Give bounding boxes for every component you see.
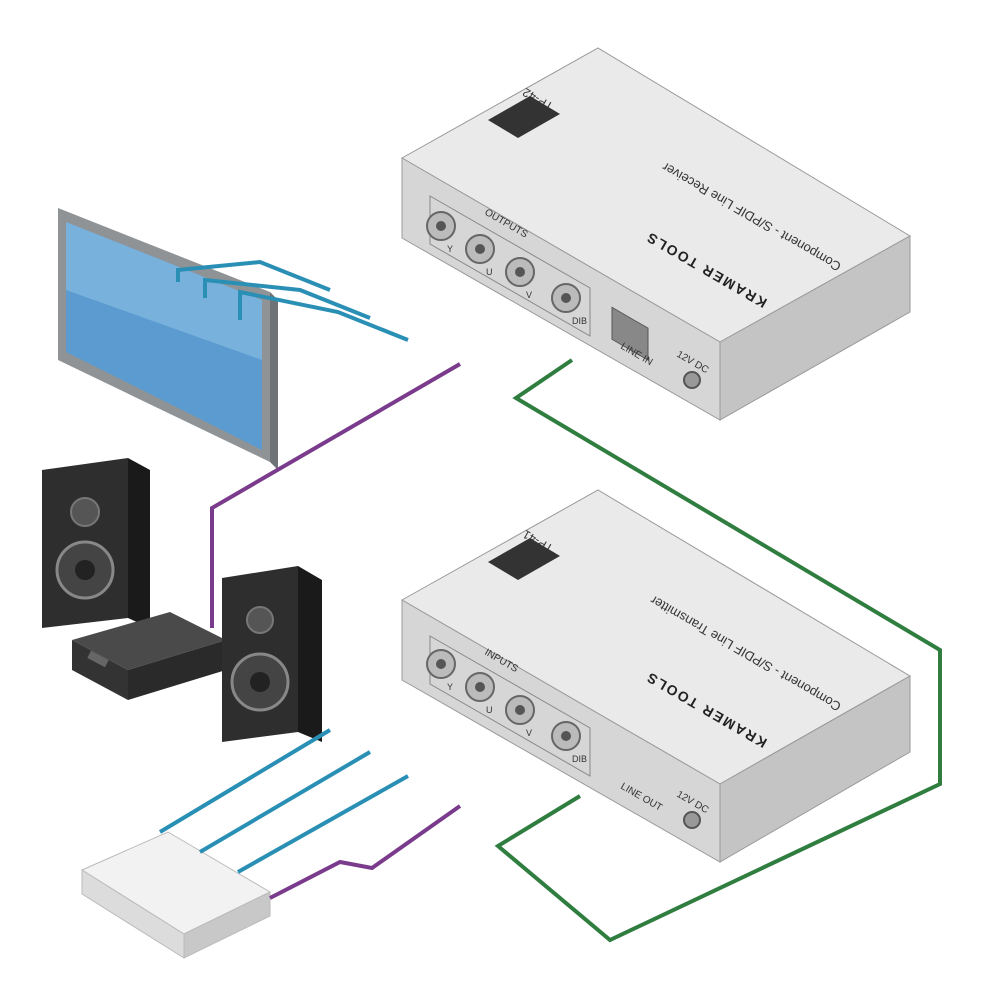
speaker-left-icon <box>42 458 150 628</box>
speaker-right-icon <box>222 566 322 742</box>
transmitter-device <box>400 489 911 863</box>
transmitter-port-label: Y <box>447 682 453 692</box>
amplifier-icon <box>72 612 226 700</box>
transmitter-port-label: U <box>486 705 493 715</box>
transmitter-port-label: V <box>526 728 532 738</box>
audio-cable-out <box>210 362 462 628</box>
monitor-icon <box>58 208 278 470</box>
port-labels: Y U V DIB Y U V DIB <box>447 244 587 764</box>
video-cables-out <box>176 259 409 342</box>
receiver-port-label: U <box>486 267 493 277</box>
source-player-icon <box>80 831 272 959</box>
audio-cable-in <box>269 804 462 900</box>
receiver-device <box>400 47 911 421</box>
receiver-port-label: DIB <box>572 316 587 326</box>
line-cable <box>494 358 942 943</box>
receiver-port-label: Y <box>447 244 453 254</box>
receiver-port-label: V <box>526 290 532 300</box>
video-cables-in <box>158 728 409 874</box>
transmitter-port-label: DIB <box>572 754 587 764</box>
